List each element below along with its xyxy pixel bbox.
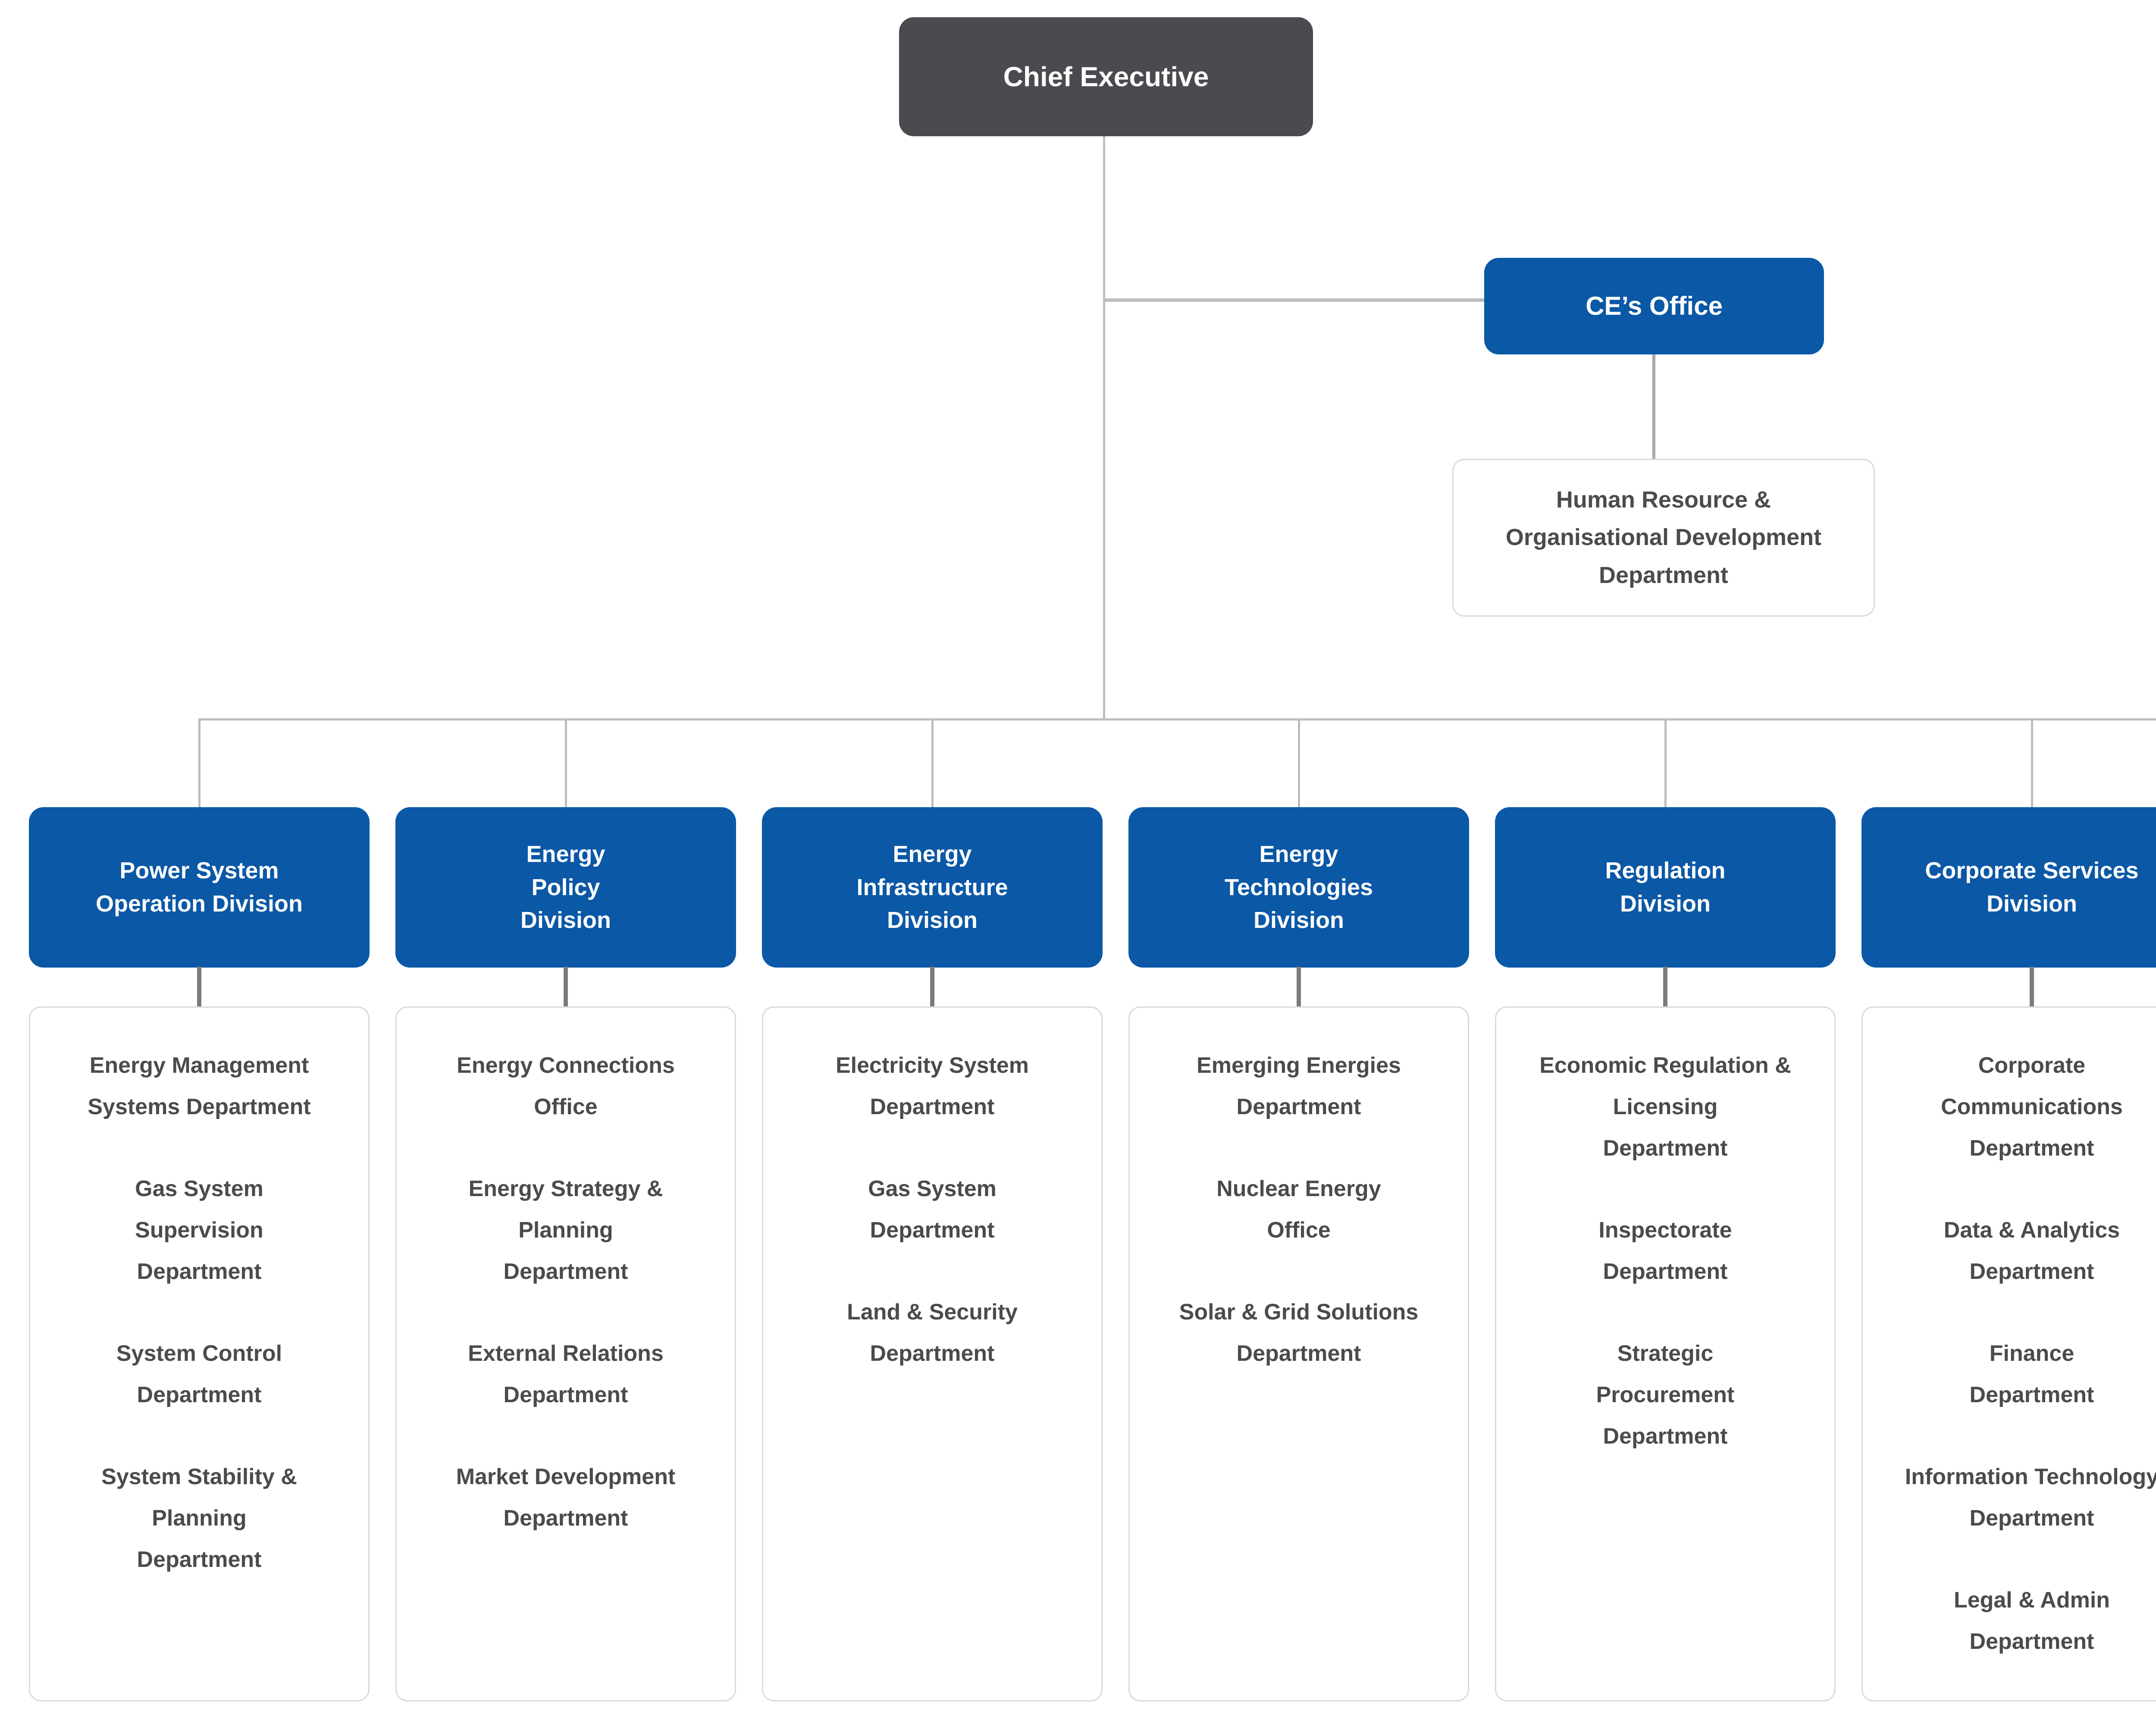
ces-office-label: CE’s Office	[1586, 291, 1723, 321]
connector-division-departments	[564, 967, 568, 1007]
division-node: Energy Policy Division	[395, 807, 736, 968]
division-node: Energy Infrastructure Division	[762, 807, 1103, 968]
department-item: Gas System Department	[868, 1176, 997, 1243]
division-title: Power System Operation Division	[95, 858, 303, 917]
department-item: Gas System Supervision Department	[135, 1176, 263, 1284]
chief-executive-label: Chief Executive	[1003, 61, 1209, 92]
connector-division-departments	[1297, 967, 1301, 1007]
department-item: Strategic Procurement Department	[1596, 1341, 1735, 1449]
division-node: Energy Technologies Division	[1128, 807, 1469, 968]
connector-division-drop	[1298, 718, 1300, 808]
connector-division-drop	[1664, 718, 1667, 808]
division-title: Energy Infrastructure Division	[856, 841, 1008, 934]
connector-ce-office-drop	[1652, 354, 1655, 461]
department-item: Inspectorate Department	[1598, 1218, 1732, 1284]
department-item: Corporate Communications Department	[1941, 1053, 2123, 1161]
department-item: Data & Analytics Department	[1943, 1218, 2120, 1284]
division-node: Regulation Division	[1495, 807, 1836, 968]
department-item: Nuclear Energy Office	[1216, 1176, 1381, 1243]
connector-division-drop	[931, 718, 934, 808]
department-item: Economic Regulation & Licensing Departme…	[1539, 1053, 1791, 1161]
connector-division-departments	[197, 967, 201, 1007]
department-item: Solar & Grid Solutions Department	[1179, 1300, 1419, 1366]
connector-division-departments	[930, 967, 934, 1007]
department-item: Market Development Department	[456, 1464, 676, 1531]
department-item: Information Technology Department	[1905, 1464, 2156, 1531]
connector-ce-office-branch	[1103, 298, 1484, 302]
division-departments-card: Economic Regulation & Licensing Departme…	[1495, 1006, 1836, 1701]
connector-division-drop	[565, 718, 567, 808]
department-item: Land & Security Department	[847, 1300, 1018, 1366]
department-item: System Control Department	[116, 1341, 282, 1407]
division-title: Regulation Division	[1605, 858, 1726, 917]
department-item: Energy Strategy & Planning Department	[468, 1176, 663, 1284]
department-item: Emerging Energies Department	[1197, 1053, 1401, 1119]
department-item: Finance Department	[1969, 1341, 2094, 1407]
hr-department-label: Human Resource & Organisational Developm…	[1505, 486, 1822, 588]
division-title: Energy Technologies Division	[1224, 841, 1373, 934]
department-item: Energy Management Systems Department	[88, 1053, 311, 1119]
department-item: Legal & Admin Department	[1953, 1588, 2110, 1654]
connector-division-departments	[1663, 967, 1667, 1007]
connector-root-trunk	[1103, 135, 1105, 720]
connector-division-drop	[2031, 718, 2033, 808]
connector-division-departments	[2030, 967, 2034, 1007]
department-item: External Relations Department	[468, 1341, 664, 1407]
department-item: Energy Connections Office	[457, 1053, 675, 1119]
connector-division-drop	[198, 718, 201, 808]
department-item: System Stability & Planning Department	[101, 1464, 297, 1572]
division-title: Corporate Services Division	[1925, 858, 2139, 917]
node-hr-department: Human Resource & Organisational Developm…	[1452, 459, 1875, 617]
node-ces-office: CE’s Office	[1484, 258, 1824, 354]
division-node: Corporate Services Division	[1861, 807, 2156, 968]
node-chief-executive: Chief Executive	[899, 17, 1313, 136]
division-node: Power System Operation Division	[29, 807, 370, 968]
connector-divisions-bus	[199, 718, 2156, 721]
division-title: Energy Policy Division	[520, 841, 611, 934]
department-item: Electricity System Department	[835, 1053, 1029, 1119]
